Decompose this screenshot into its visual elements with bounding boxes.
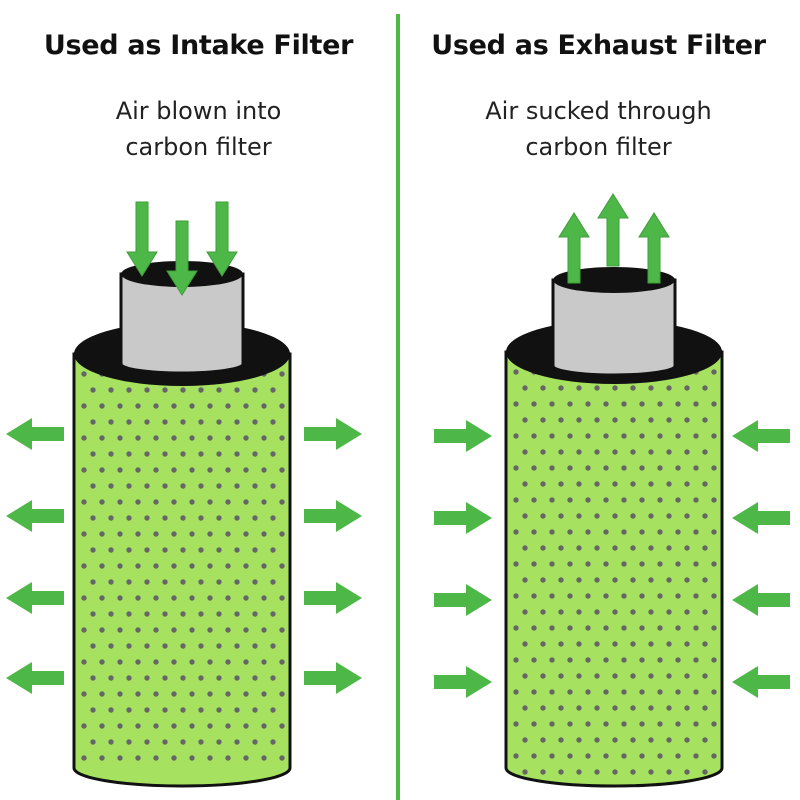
exhaust-title: Used as Exhaust Filter [431, 30, 766, 61]
intake-out-arrow-right-icon [304, 582, 362, 614]
exhaust-in-arrow-right-icon [732, 584, 790, 616]
intake-out-arrow-right-icon [304, 662, 362, 694]
intake-down-arrow-icon [166, 220, 198, 296]
exhaust-filter-perforations [513, 369, 717, 775]
intake-subtitle-line2: carbon filter [125, 133, 272, 161]
intake-collar [119, 272, 245, 375]
exhaust-subtitle: Air sucked through carbon filter [400, 93, 797, 165]
exhaust-in-arrow-right-icon [732, 420, 790, 452]
exhaust-subtitle-line1: Air sucked through [485, 97, 712, 125]
exhaust-filter-body [504, 350, 724, 788]
intake-down-arrow-icon [126, 201, 158, 277]
exhaust-collar [551, 278, 677, 377]
exhaust-in-arrow-left-icon [434, 666, 492, 698]
intake-out-arrow-left-icon [6, 662, 64, 694]
exhaust-in-arrow-left-icon [434, 584, 492, 616]
exhaust-collar-opening [553, 267, 675, 293]
exhaust-up-arrow-icon [597, 193, 629, 267]
intake-out-arrow-left-icon [6, 418, 64, 450]
exhaust-up-arrow-icon [558, 212, 590, 284]
exhaust-in-arrow-right-icon [732, 666, 790, 698]
exhaust-in-arrow-left-icon [434, 502, 492, 534]
intake-out-arrow-right-icon [304, 418, 362, 450]
intake-filter-illustration [6, 201, 362, 788]
exhaust-panel: Used as Exhaust Filter Air sucked throug… [400, 0, 797, 800]
intake-panel: Used as Intake Filter Air blown into car… [0, 0, 397, 800]
exhaust-in-arrow-right-icon [732, 502, 790, 534]
intake-down-arrow-icon [206, 201, 238, 277]
panel-divider [396, 14, 400, 800]
intake-subtitle: Air blown into carbon filter [0, 93, 397, 165]
exhaust-filter-illustration [434, 193, 790, 788]
exhaust-up-arrow-icon [638, 212, 670, 284]
exhaust-subtitle-line2: carbon filter [525, 133, 672, 161]
intake-subtitle-line1: Air blown into [115, 97, 282, 125]
exhaust-in-arrow-left-icon [434, 420, 492, 452]
intake-out-arrow-left-icon [6, 500, 64, 532]
intake-out-arrow-left-icon [6, 582, 64, 614]
intake-out-arrow-right-icon [304, 500, 362, 532]
intake-title: Used as Intake Filter [43, 30, 354, 61]
intake-filter-body [72, 352, 292, 788]
